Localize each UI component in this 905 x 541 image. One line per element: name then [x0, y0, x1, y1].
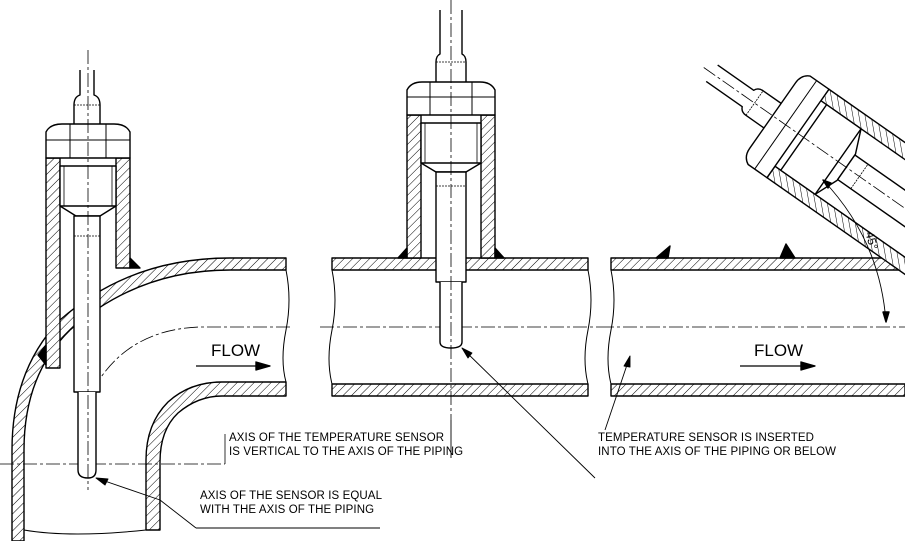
sensor-left [37, 50, 141, 490]
note-vertical-axis-line2: IS VERTICAL TO THE AXIS OF THE PIPING [229, 446, 464, 458]
sensor-middle [397, 0, 505, 420]
angle-dimension [822, 179, 887, 323]
flow-label-right: FLOW [754, 341, 804, 360]
flow-arrow-left [196, 361, 271, 371]
leader-lines [95, 347, 631, 529]
note-equal-axis-line2: WITH THE AXIS OF THE PIPING [200, 504, 375, 516]
note-vertical-axis-line1: AXIS OF THE TEMPERATURE SENSOR [229, 432, 445, 444]
straight-pipe-right [600, 257, 905, 397]
flow-label-left: FLOW [211, 341, 261, 360]
elbow-pipe [0, 257, 290, 541]
flow-arrow-right [740, 361, 816, 371]
sensor-right [703, 64, 905, 306]
note-inserted-line1: TEMPERATURE SENSOR IS INSERTED [598, 432, 814, 444]
straight-pipe-middle [320, 257, 600, 397]
note-inserted-line2: INTO THE AXIS OF THE PIPING OR BELOW [598, 446, 837, 458]
note-equal-axis-line1: AXIS OF THE SENSOR IS EQUAL [200, 490, 383, 502]
